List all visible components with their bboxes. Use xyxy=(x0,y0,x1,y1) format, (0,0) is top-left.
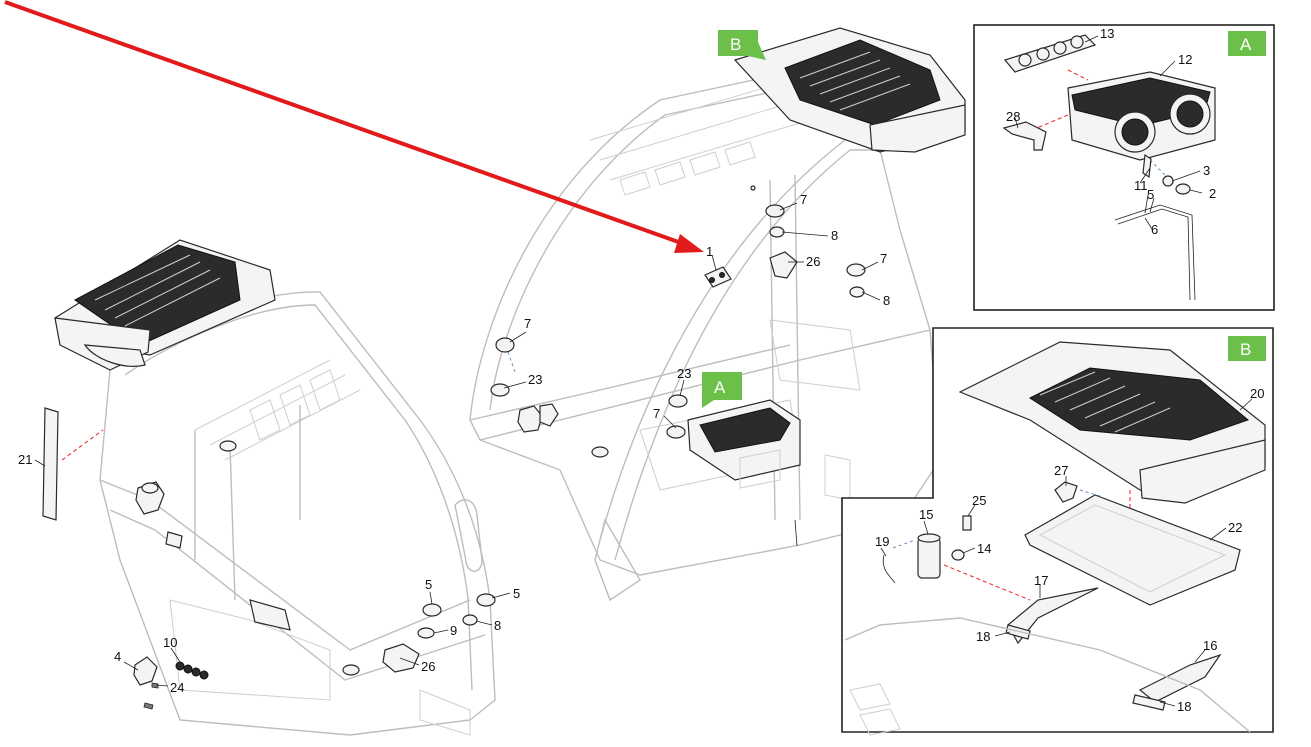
middle-cab-parts xyxy=(490,185,866,458)
callout-16: 16 xyxy=(1203,638,1217,653)
callout-27: 27 xyxy=(1054,463,1068,478)
callout-14: 14 xyxy=(977,541,991,556)
callout-26: 26 xyxy=(421,659,435,674)
badge-a-inset: A xyxy=(1228,31,1266,56)
inset-a xyxy=(973,24,1275,311)
badge-b-inset: B xyxy=(1228,336,1266,361)
badge-b-main: B xyxy=(718,30,766,60)
middle-cab xyxy=(469,27,966,602)
middle-cab-evaporator xyxy=(687,399,801,489)
callout-28: 28 xyxy=(1006,109,1020,124)
inset-b-roof-ac-unit xyxy=(958,341,1266,504)
callout-19: 19 xyxy=(875,534,889,549)
callout-26: 26 xyxy=(806,254,820,269)
callout-20: 20 xyxy=(1250,386,1264,401)
callout-13: 13 xyxy=(1100,26,1114,41)
callout-21: 21 xyxy=(18,452,32,467)
callout-7: 7 xyxy=(800,192,807,207)
badge-a-main: A xyxy=(702,372,742,408)
inset-a-vent-panel xyxy=(1003,34,1097,73)
callout-7: 7 xyxy=(880,251,887,266)
callout-10: 10 xyxy=(163,635,177,650)
callout-8: 8 xyxy=(494,618,501,633)
callout-17: 17 xyxy=(1034,573,1048,588)
inset-b-condenser-frame xyxy=(1024,494,1241,606)
callout-1: 1 xyxy=(706,244,713,259)
callout-4: 4 xyxy=(114,649,121,664)
callout-8: 8 xyxy=(883,293,890,308)
inset-a-evaporator xyxy=(1067,71,1216,161)
inset-b-receiver-drier xyxy=(917,533,941,579)
callout-6: 6 xyxy=(1151,222,1158,237)
callout-15: 15 xyxy=(919,507,933,522)
callout-18: 18 xyxy=(1177,699,1191,714)
leader-lines xyxy=(34,35,1253,707)
left-cab xyxy=(42,239,496,736)
svg-text:B: B xyxy=(730,35,741,54)
callout-11: 11 xyxy=(1134,178,1148,193)
left-cab-parts xyxy=(42,407,496,710)
callout-3: 3 xyxy=(1203,163,1210,178)
callout-23: 23 xyxy=(528,372,542,387)
callout-7: 7 xyxy=(653,406,660,421)
callout-5: 5 xyxy=(1147,187,1154,202)
callout-9: 9 xyxy=(450,623,457,638)
callout-25: 25 xyxy=(972,493,986,508)
svg-text:A: A xyxy=(1240,35,1252,54)
left-roof-ac-unit xyxy=(54,239,276,371)
svg-text:A: A xyxy=(714,378,726,397)
callout-24: 24 xyxy=(170,680,184,695)
middle-roof-ac-unit xyxy=(733,27,966,153)
callout-5: 5 xyxy=(425,577,432,592)
callout-8: 8 xyxy=(831,228,838,243)
callout-18: 18 xyxy=(976,629,990,644)
callout-12: 12 xyxy=(1178,52,1192,67)
callout-numbers: 1 7 8 26 7 8 7 23 23 7 21 5 5 8 9 26 4 1… xyxy=(18,26,1264,714)
pointer-arrow xyxy=(4,0,704,253)
callout-2: 2 xyxy=(1209,186,1216,201)
svg-text:B: B xyxy=(1240,340,1251,359)
callout-23: 23 xyxy=(677,366,691,381)
callout-7: 7 xyxy=(524,316,531,331)
callout-5: 5 xyxy=(513,586,520,601)
callout-22: 22 xyxy=(1228,520,1242,535)
inset-b xyxy=(841,327,1274,736)
